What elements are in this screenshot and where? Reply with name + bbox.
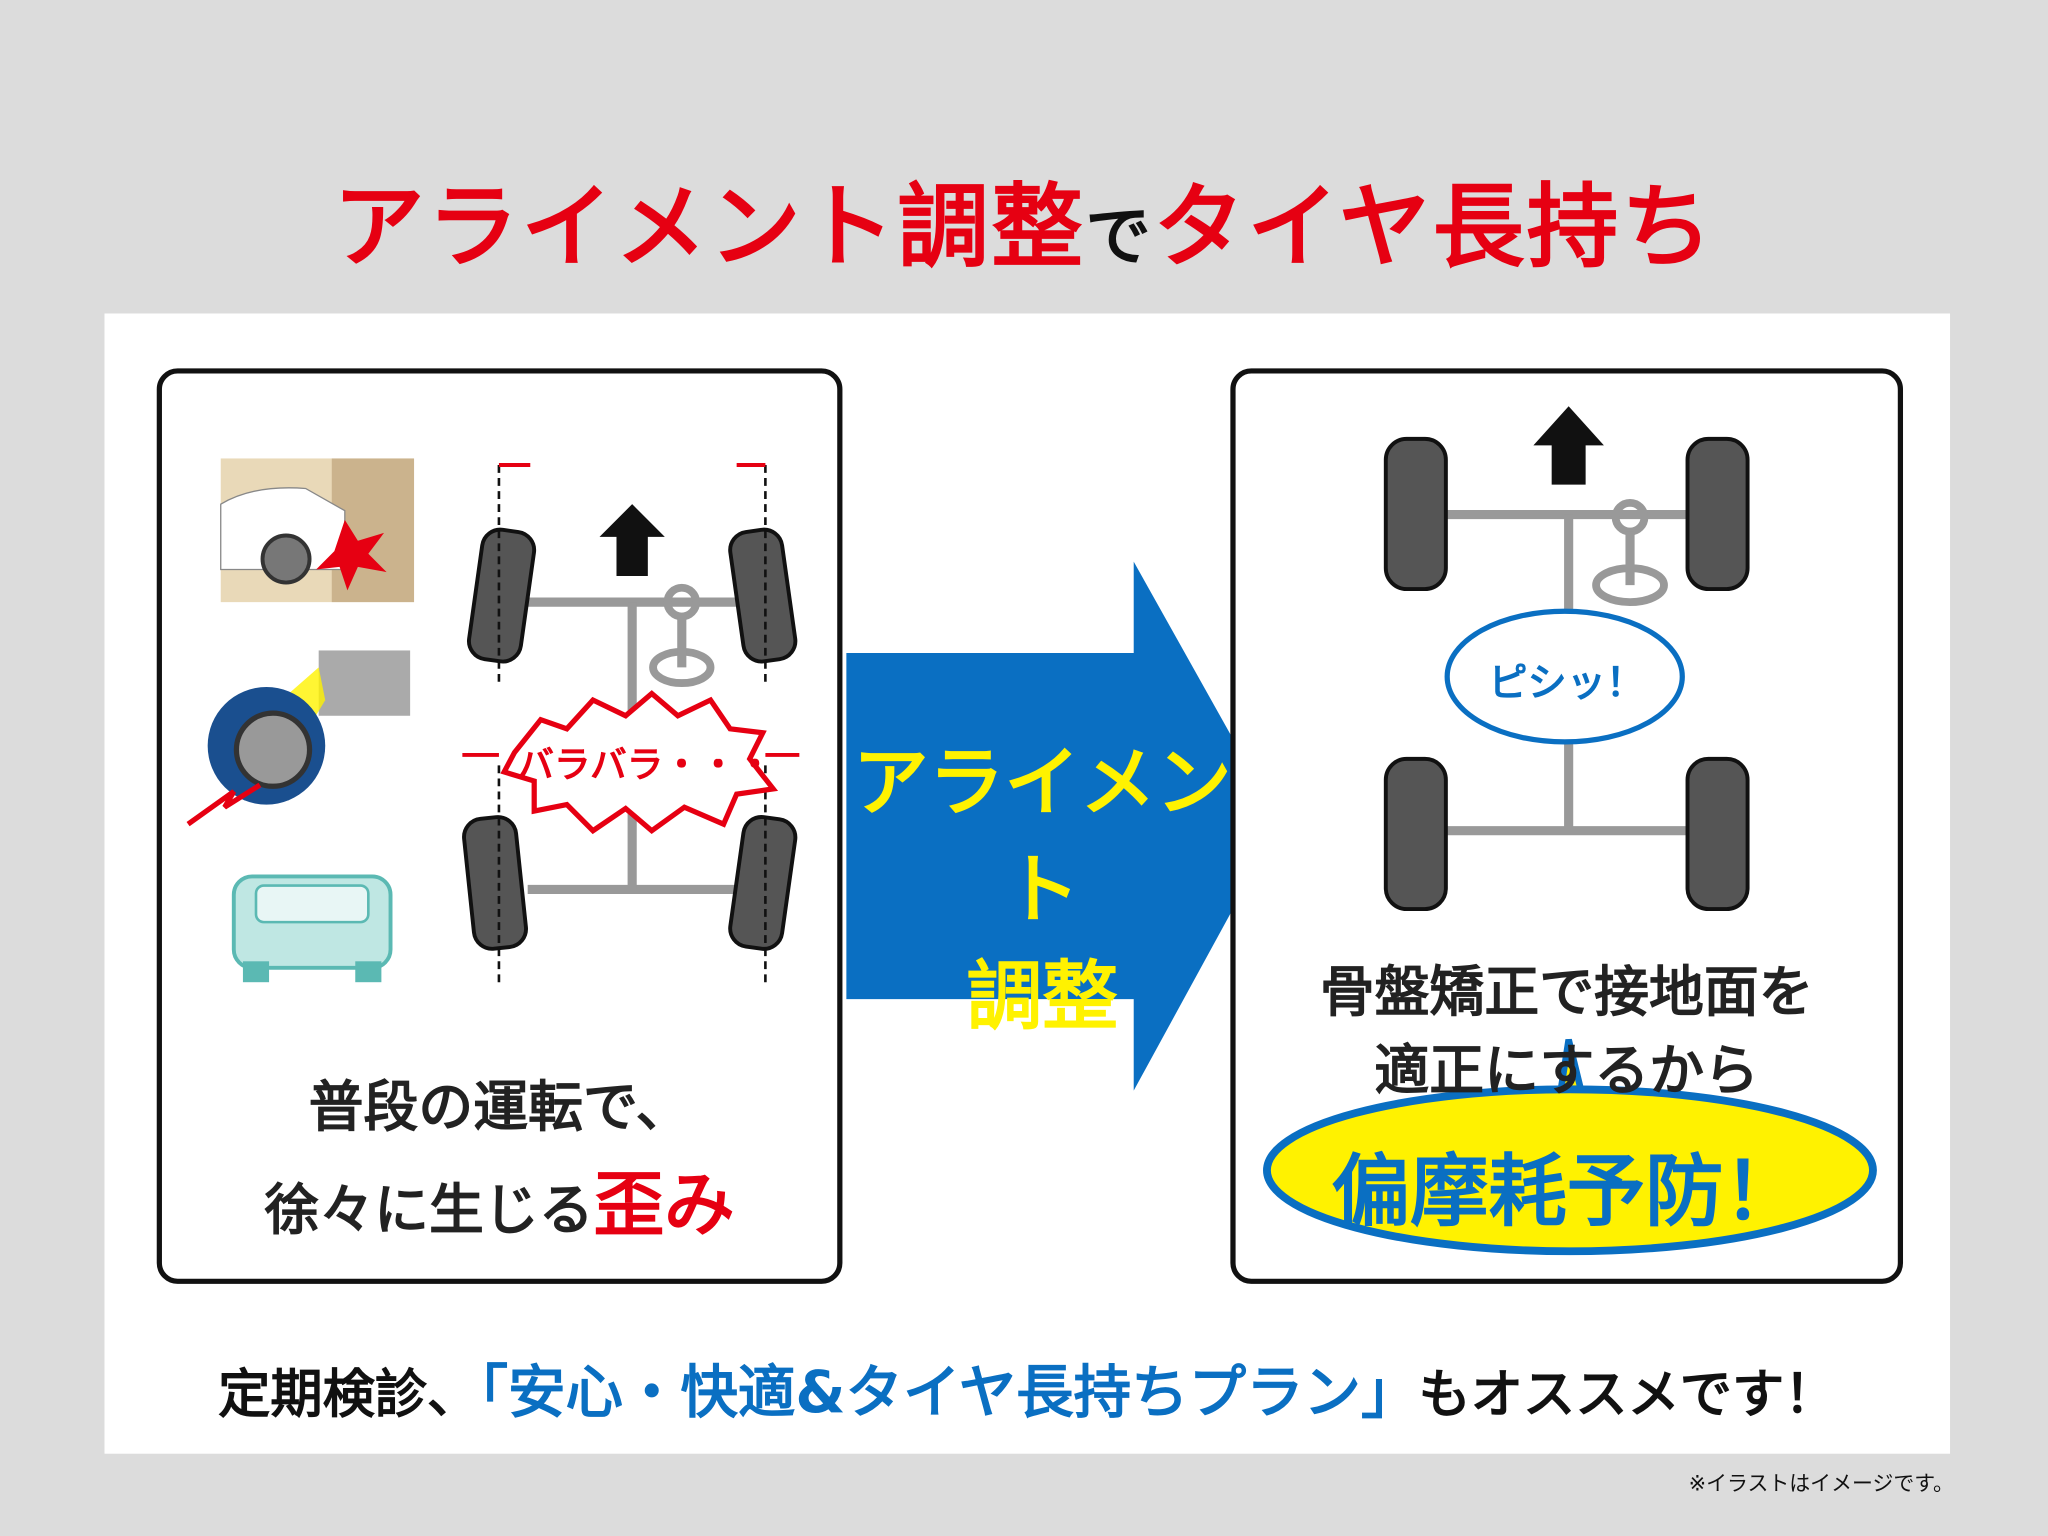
car-bump-illustration (231, 874, 393, 983)
bottom-message: 定期検診、「安心・快適&タイヤ長持ちプラン」もオススメです！ (104, 1345, 1950, 1429)
aligned-illustration (1263, 406, 1877, 1256)
page-title: アライメント調整でタイヤ長持ち (0, 154, 2048, 286)
left-caption-line2: 徐々に生じる歪み (162, 1147, 837, 1250)
left-caption-line1: 普段の運転で、 (308, 1074, 691, 1139)
left-caption-prefix: 徐々に生じる (264, 1178, 594, 1243)
right-caption-line1: 骨盤矯正で接地面を (1319, 959, 1814, 1024)
content-panel: バラバラ・・・ 普段の運転で、 徐々に生じる歪み アライメント 調整 (104, 313, 1951, 1454)
callout-label: 偏摩耗予防！ (1331, 1146, 1802, 1239)
burst-label: バラバラ・・・ (517, 743, 774, 787)
disclaimer-note: ※イラストはイメージです。 (1688, 1470, 1954, 1496)
alignment-arrow-icon (846, 561, 1280, 1091)
arrow-label-line2: 調整 (966, 952, 1119, 1041)
left-caption-emphasis: 歪み (593, 1163, 735, 1247)
burst-shape (500, 690, 779, 835)
title-part2: で (1085, 198, 1154, 275)
callout-shape (1556, 1038, 1587, 1100)
pothole-illustration (186, 650, 411, 827)
tilted-tires (462, 527, 798, 951)
misaligned-illustration (186, 458, 800, 988)
aligned-tires (1383, 436, 1750, 912)
curb-impact-illustration (220, 458, 415, 603)
bubble-shape (1444, 608, 1685, 745)
bottom-suffix: もオススメです！ (1418, 1364, 1837, 1425)
arrow-label-line1: アライメント (852, 737, 1232, 934)
aligned-box: ピシッ！ 骨盤矯正で接地面を 適正にするから 偏摩耗予防！ (1230, 368, 1904, 1284)
arrow-label: アライメント 調整 (846, 729, 1238, 1050)
forward-arrow-icon (599, 504, 665, 576)
misaligned-box: バラバラ・・・ 普段の運転で、 徐々に生じる歪み (156, 368, 843, 1284)
bubble-label: ピシッ！ (1488, 660, 1646, 707)
forward-arrow-icon (1533, 406, 1604, 485)
deviation-arrows (462, 463, 800, 757)
right-caption-line2: 適正にするから (1374, 1038, 1759, 1103)
title-part1: アライメント調整 (333, 173, 1086, 281)
bottom-prefix: 定期検診、 (218, 1364, 480, 1425)
reference-lines (497, 464, 767, 988)
title-part3: タイヤ長持ち (1153, 173, 1715, 281)
plan-name: 「安心・快適&タイヤ長持ちプラン」 (479, 1359, 1419, 1427)
